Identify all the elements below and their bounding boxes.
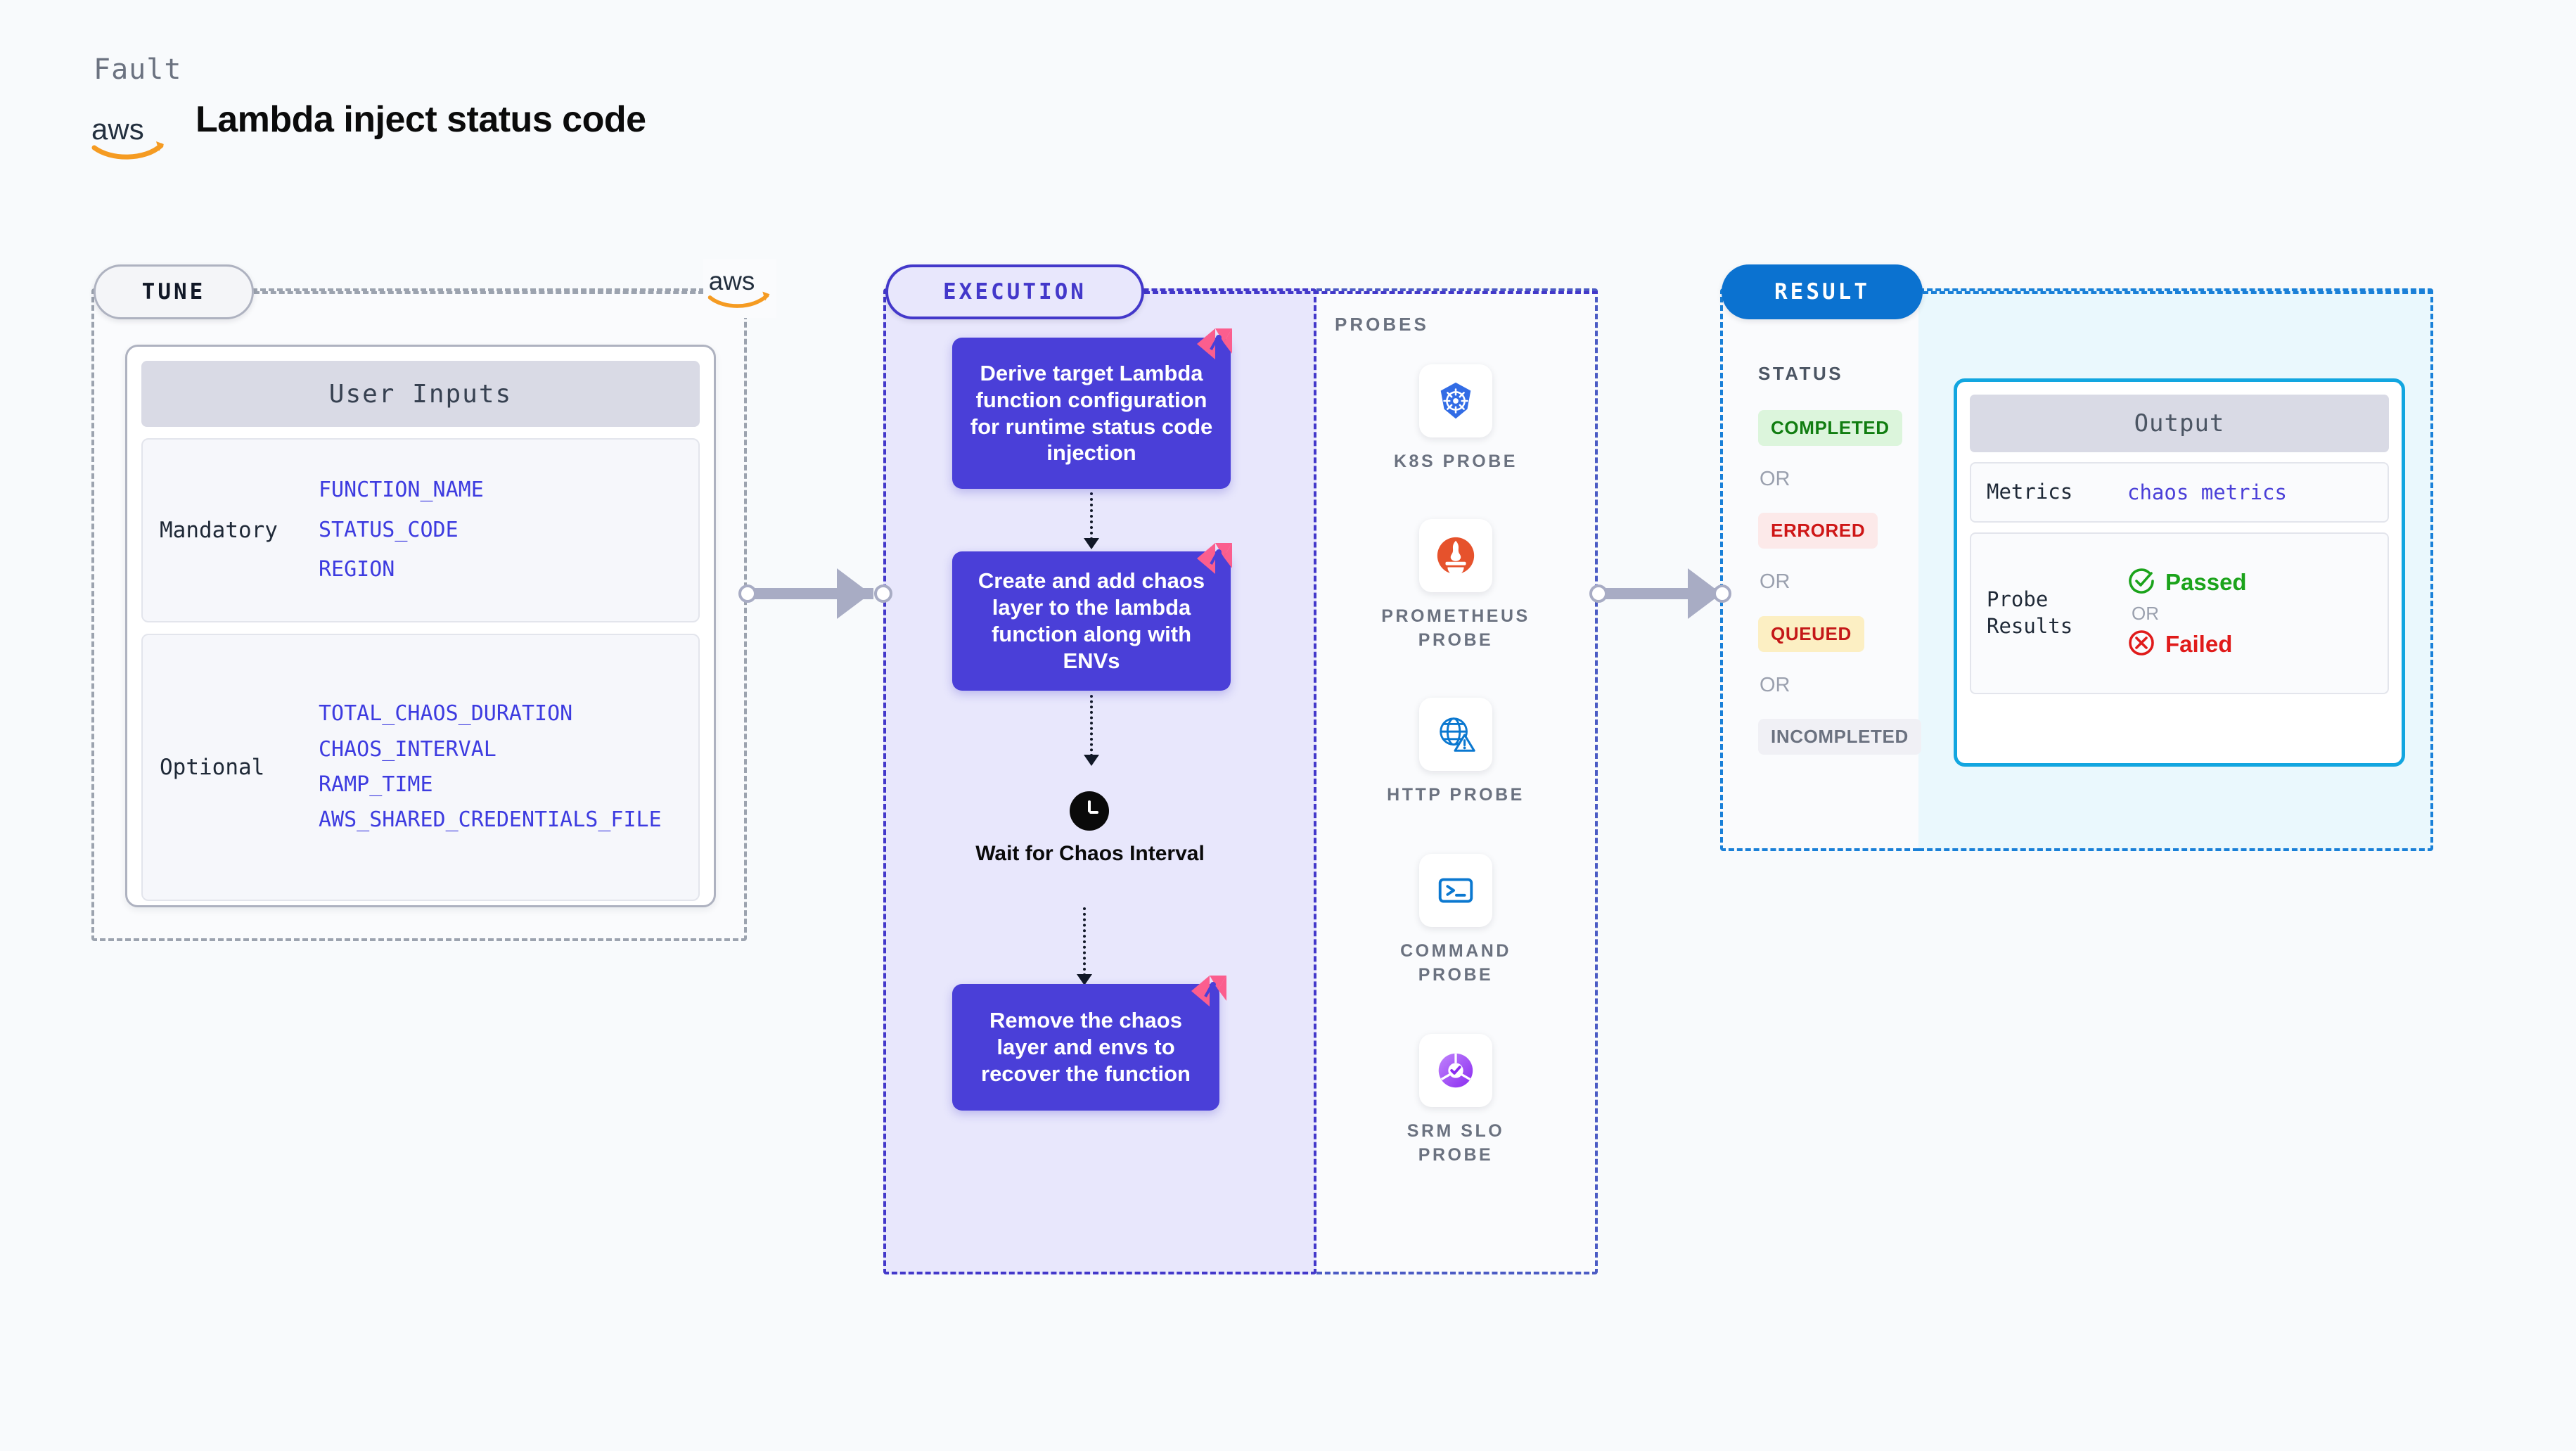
execution-step: Derive target Lambda function configurat… [952,338,1231,489]
srm-slo-donut-check-icon [1419,1034,1492,1107]
aws-logo-marker: aws [703,259,776,318]
result-pill-label: RESULT [1722,264,1923,319]
x-circle-icon [2127,629,2155,660]
flow-connector [1083,907,1086,976]
input-var[interactable]: RAMP_TIME [319,772,433,797]
execution-step: Create and add chaos layer to the lambda… [952,551,1231,691]
user-inputs-title: User Inputs [141,361,700,427]
mandatory-vars: FUNCTION_NAME STATUS_CODE REGION [319,471,698,589]
page-title: Lambda inject status code [196,99,646,140]
mandatory-inputs-group: Mandatory FUNCTION_NAME STATUS_CODE REGI… [141,438,700,622]
user-inputs-card: User Inputs Mandatory FUNCTION_NAME STAT… [125,345,716,907]
status-or-label: OR [1760,674,1790,696]
aws-logo: aws [91,113,169,162]
execution-pill-label: EXECUTION [885,264,1144,319]
litmus-chaos-badge-icon [1188,973,1228,1009]
output-title: Output [1970,395,2389,452]
input-var[interactable]: CHAOS_INTERVAL [319,736,496,762]
probe-label: PROMETHEUS PROBE [1381,606,1530,650]
flow-connector [1090,492,1093,540]
status-badge-errored: ERRORED [1758,513,1878,549]
probe-item-http[interactable]: HTTP PROBE [1370,698,1542,807]
output-metrics-row: Metrics chaos metrics [1970,462,2389,523]
flow-arrowhead-icon [1084,538,1099,549]
failed-label: Failed [2165,631,2233,657]
probe-item-srm-slo[interactable]: SRM SLO PROBE [1370,1034,1542,1168]
flow-arrowhead-icon [1084,755,1099,766]
probe-item-command[interactable]: COMMAND PROBE [1370,854,1542,987]
execution-step-final: Remove the chaos layer and envs to recov… [952,984,1219,1111]
execution-leader-line [1144,291,1598,294]
status-badge-queued: QUEUED [1758,616,1864,652]
result-leader-line [1923,291,2433,294]
input-var[interactable]: FUNCTION_NAME [319,478,484,503]
input-var[interactable]: REGION [319,557,395,582]
svg-text:aws: aws [709,267,755,295]
input-var[interactable]: TOTAL_CHAOS_DURATION [319,701,573,727]
optional-label: Optional [160,755,265,780]
probe-result-or-label: OR [2132,602,2159,624]
output-card: Output Metrics chaos metrics Probe Resul… [1954,378,2405,767]
input-var[interactable]: STATUS_CODE [319,517,459,542]
tune-pill-label: TUNE [94,264,254,319]
status-or-label: OR [1760,468,1790,490]
http-globe-warning-icon [1419,698,1492,771]
probes-panel [1316,288,1598,1274]
prometheus-icon [1419,519,1492,592]
mandatory-label: Mandatory [160,518,278,543]
probe-results-key-label: Probe Results [1987,587,2073,638]
probes-title: PROBES [1335,314,1429,335]
probe-result-failed: Failed [2127,629,2247,660]
litmus-chaos-badge-icon [1194,326,1233,362]
result-panel [1720,288,1918,851]
input-var[interactable]: AWS_SHARED_CREDENTIALS_FILE [319,807,662,833]
metrics-key-label: Metrics [1987,480,2073,504]
probe-results-values: Passed OR Failed [2127,567,2247,660]
terminal-icon [1419,854,1492,927]
probe-label: K8S PROBE [1394,452,1518,471]
check-circle-icon [2127,567,2155,599]
flow-connector [1090,695,1093,757]
kubernetes-icon [1419,364,1492,437]
output-probe-results-row: Probe Results Passed OR [1970,532,2389,694]
probe-label: HTTP PROBE [1387,785,1525,805]
probe-label: COMMAND PROBE [1400,941,1511,985]
status-or-label: OR [1760,570,1790,593]
tune-leader-line [254,291,704,294]
metrics-value[interactable]: chaos metrics [2127,480,2287,504]
svg-text:aws: aws [91,113,144,146]
probe-result-passed: Passed [2127,567,2247,599]
probe-label: SRM SLO PROBE [1406,1121,1505,1165]
status-badge-incompleted: INCOMPLETED [1758,719,1921,755]
status-badge-completed: COMPLETED [1758,410,1902,446]
optional-inputs-group: Optional TOTAL_CHAOS_DURATION CHAOS_INTE… [141,634,700,901]
litmus-chaos-badge-icon [1194,540,1233,577]
probe-item-prometheus[interactable]: PROMETHEUS PROBE [1370,519,1542,653]
optional-vars: TOTAL_CHAOS_DURATION CHAOS_INTERVAL RAMP… [319,696,698,838]
page-kicker: Fault [94,53,182,86]
passed-label: Passed [2165,569,2247,595]
probe-item-k8s[interactable]: K8S PROBE [1370,364,1542,474]
status-section-title: STATUS [1758,363,1844,384]
flow-arrowhead-icon [1077,974,1092,985]
clock-icon [1070,791,1109,831]
wait-for-chaos-interval-label: Wait for Chaos Interval [975,842,1205,865]
